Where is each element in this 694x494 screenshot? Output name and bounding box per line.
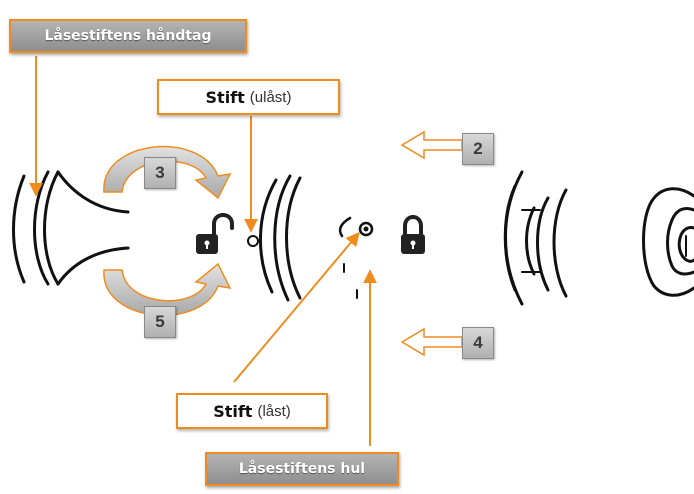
insert-arrow-2	[400, 130, 463, 160]
rotate-arrow-3	[103, 146, 232, 200]
label-pin-unlocked-name: Stift	[205, 87, 245, 107]
lock-closed-icon	[401, 215, 425, 254]
insert-arrow-4	[400, 327, 463, 357]
label-pin-unlocked-state: (ulåst)	[249, 88, 292, 106]
step-2-badge: 2	[462, 133, 494, 165]
label-pin-locked-state: (låst)	[257, 402, 291, 420]
step-4-badge: 4	[462, 327, 494, 359]
label-pin-hole: Låsestiftens hul	[205, 452, 399, 486]
middle-part	[258, 174, 358, 302]
lock-open-icon	[196, 213, 234, 254]
pin-unlocked-dot	[247, 235, 259, 247]
leader-lines	[29, 56, 377, 446]
label-pin-locked: Stift (låst)	[176, 393, 328, 429]
ring-part	[503, 170, 568, 306]
pin-locked-center	[363, 226, 369, 232]
knob-part	[642, 187, 694, 297]
step-5-badge: 5	[144, 306, 176, 338]
label-handle: Låsestiftens håndtag	[9, 19, 247, 53]
label-pin-unlocked: Stift (ulåst)	[157, 79, 340, 115]
label-pin-locked-name: Stift	[213, 401, 253, 421]
rotate-arrow-5	[103, 262, 232, 316]
step-3-badge: 3	[144, 157, 176, 189]
